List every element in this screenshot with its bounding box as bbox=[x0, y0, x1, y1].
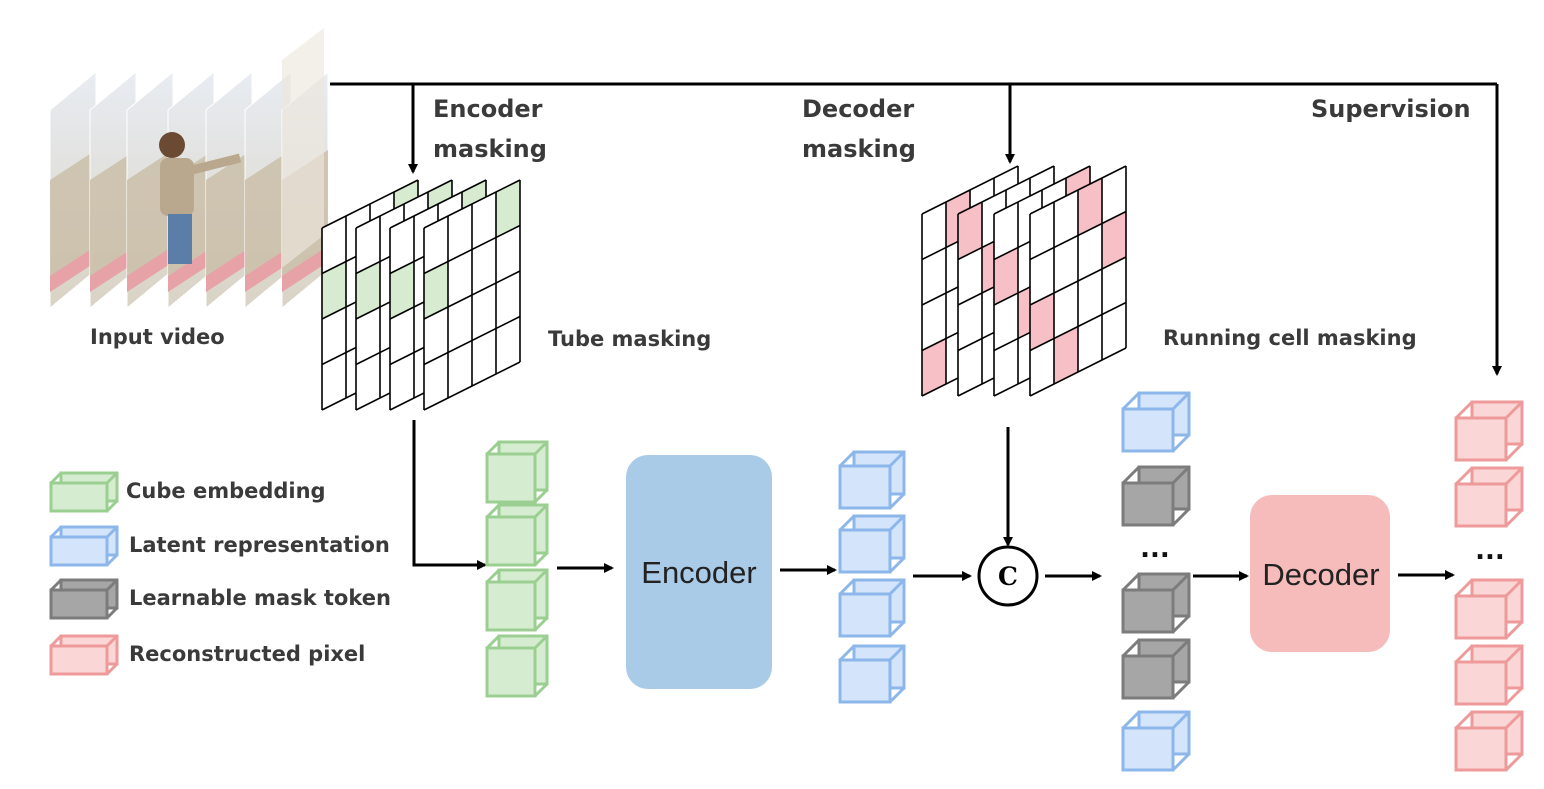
legend-swatch-red bbox=[49, 634, 119, 676]
reconstructed-cube-0 bbox=[1454, 400, 1524, 462]
encoder-label: Encoder bbox=[641, 555, 756, 590]
legend-swatch-gray bbox=[49, 578, 119, 620]
legend-label-red: Reconstructed pixel bbox=[129, 642, 365, 666]
legend-label-gray: Learnable mask token bbox=[129, 586, 391, 610]
legend-label-blue: Latent representation bbox=[129, 533, 390, 557]
decoder-block bbox=[1250, 495, 1390, 652]
concat-operator bbox=[977, 545, 1039, 607]
cube_embeddings-cube-2 bbox=[485, 568, 549, 632]
concatenated-cube-3 bbox=[1121, 638, 1191, 700]
decoder-label: Decoder bbox=[1262, 557, 1379, 592]
concatenated-cube-0 bbox=[1121, 391, 1191, 453]
legend-swatch-green bbox=[49, 471, 119, 513]
input-video-frames bbox=[49, 28, 329, 310]
latent-cube-0 bbox=[838, 450, 906, 510]
concat-symbol: C bbox=[998, 562, 1018, 591]
video-frame-2 bbox=[126, 70, 174, 310]
encoder-block bbox=[626, 455, 772, 689]
latent-cube-1 bbox=[838, 514, 906, 574]
decoder-masking-label-line2: masking bbox=[802, 135, 916, 163]
token-cubes bbox=[485, 391, 1524, 772]
running-cell-masking-label: Running cell masking bbox=[1163, 326, 1417, 350]
running-grid-frame-3 bbox=[1029, 165, 1127, 397]
video-frame-0 bbox=[49, 70, 97, 310]
video-frame-1 bbox=[89, 70, 137, 310]
concatenated-cube-1 bbox=[1121, 465, 1191, 527]
video-frame-4 bbox=[205, 70, 253, 310]
running-cell-masking-grids bbox=[921, 165, 1127, 397]
tube-masking-label: Tube masking bbox=[548, 327, 711, 351]
cube_embeddings-cube-0 bbox=[485, 440, 549, 504]
reconstructed-cube-3 bbox=[1454, 644, 1524, 706]
encoder-masking-label-line1: Encoder bbox=[433, 95, 543, 123]
video-frame-last-overlay bbox=[282, 28, 324, 268]
latent-cube-3 bbox=[838, 644, 906, 704]
latent-cube-2 bbox=[838, 578, 906, 638]
tube-masking-grids bbox=[321, 179, 521, 411]
legend-label-green: Cube embedding bbox=[126, 479, 326, 503]
reconstructed-ellipsis: ... bbox=[1475, 536, 1505, 566]
input-video-label: Input video bbox=[90, 325, 225, 349]
concatenated-cube-2 bbox=[1121, 572, 1191, 634]
video-person bbox=[159, 132, 242, 264]
flow-arrows bbox=[412, 420, 1455, 581]
supervision-label: Supervision bbox=[1311, 95, 1471, 123]
decoder-masking-label-line1: Decoder bbox=[802, 95, 914, 123]
reconstructed-cube-2 bbox=[1454, 578, 1524, 640]
encoder-masking-label-line2: masking bbox=[433, 135, 547, 163]
reconstructed-cube-4 bbox=[1454, 710, 1524, 772]
concat-ellipsis: ... bbox=[1140, 534, 1170, 564]
cube_embeddings-cube-1 bbox=[485, 503, 549, 567]
concatenated-cube-4 bbox=[1121, 710, 1191, 772]
top-connector-lines bbox=[330, 82, 1502, 376]
cube_embeddings-cube-3 bbox=[485, 634, 549, 698]
reconstructed-cube-1 bbox=[1454, 466, 1524, 528]
legend-swatch-blue bbox=[49, 525, 119, 567]
tube-grid-frame-3 bbox=[423, 179, 521, 411]
